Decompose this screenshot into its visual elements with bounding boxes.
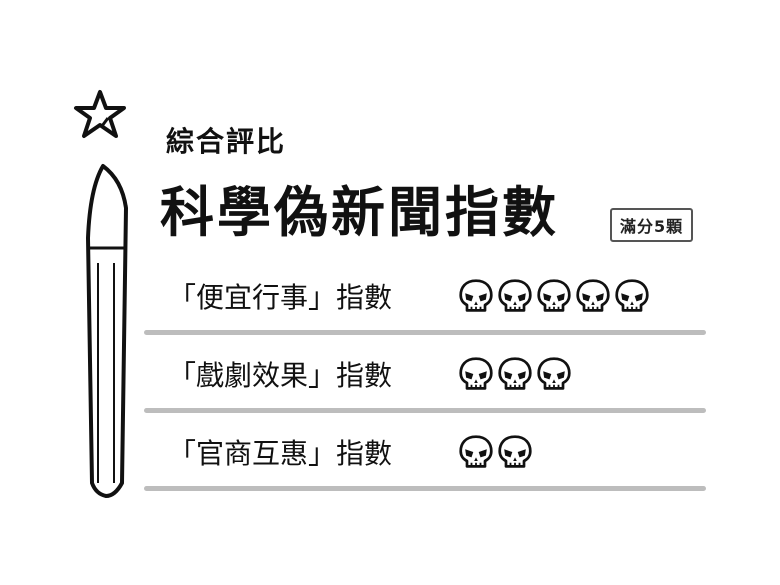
subtitle: 綜合評比 — [166, 125, 287, 158]
page-title: 科學偽新聞指數 — [160, 181, 559, 244]
skull-rating — [458, 434, 533, 470]
skull-icon — [459, 357, 493, 390]
skull-icon — [537, 279, 571, 312]
skull-icon — [459, 279, 493, 312]
rating-row: 「官商互惠」指數 — [168, 430, 533, 474]
rating-label: 「便宜行事」指數 — [168, 281, 393, 314]
divider — [144, 486, 706, 491]
skull-rating — [458, 356, 572, 392]
max-rating-badge: 滿分5顆 — [610, 208, 694, 242]
skull-icon — [576, 279, 610, 312]
rating-label: 「官商互惠」指數 — [168, 437, 393, 470]
skull-rating — [458, 278, 650, 314]
skull-icon — [459, 435, 493, 468]
divider — [144, 408, 706, 413]
rating-row: 「戲劇效果」指數 — [168, 352, 572, 396]
skull-icon — [498, 435, 532, 468]
rating-row: 「便宜行事」指數 — [168, 274, 650, 318]
skull-icon — [498, 279, 532, 312]
pencil-star-icon — [74, 90, 128, 498]
skull-icon — [615, 279, 649, 312]
skull-icon — [498, 357, 532, 390]
divider — [144, 330, 706, 335]
rating-label: 「戲劇效果」指數 — [168, 359, 393, 392]
skull-icon — [537, 357, 571, 390]
